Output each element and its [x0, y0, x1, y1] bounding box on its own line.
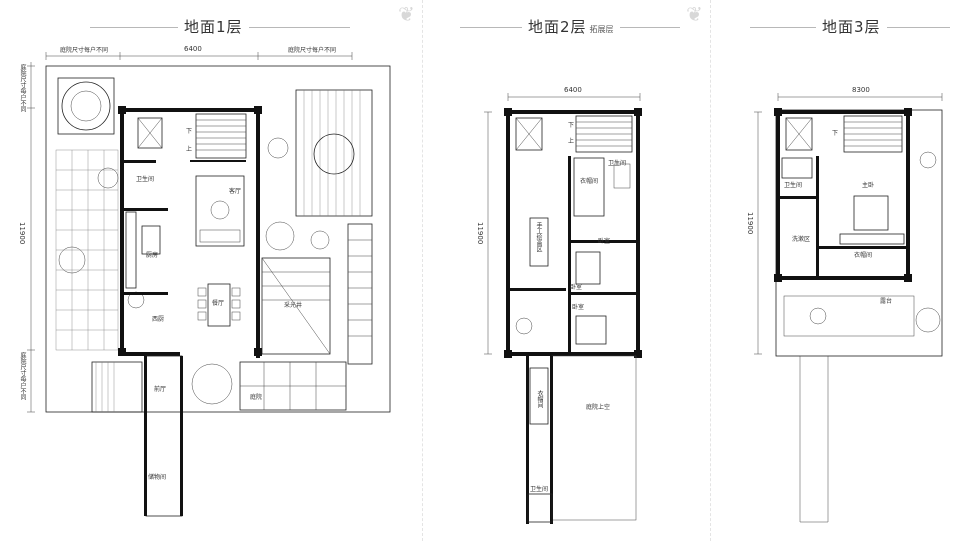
f3-room-wash: 洗漱区: [792, 236, 811, 243]
f1-dim-top-right: 庭院尺寸每户不同: [288, 47, 337, 54]
f1-room-bath: 卫生间: [136, 176, 155, 183]
f2-room-bedroom2: 卧室: [570, 284, 583, 291]
floor-1-panel: 地面1层: [0, 0, 420, 541]
floor-2-subtitle: 拓展层: [589, 25, 614, 34]
f1-dim-top-center: 6400: [184, 45, 202, 53]
f1-room-western-kitchen: 西厨: [152, 316, 165, 323]
floor-1-title: 地面1层: [178, 16, 249, 37]
floor-3-plan: [754, 93, 943, 523]
f1-dim-left-mid: 11900: [18, 222, 26, 245]
floor-1-plan: [27, 52, 391, 517]
f3-dim-top: 8300: [852, 86, 870, 94]
f3-room-master: 主卧: [862, 182, 875, 189]
f2-room-void: 庭院上空: [586, 404, 611, 411]
floor-3-panel: 地面3层: [720, 0, 964, 541]
f3-dim-left: 11900: [746, 212, 754, 235]
f1-room-lightwell: 采光井: [284, 302, 303, 309]
f3-room-bath: 卫生间: [784, 182, 803, 189]
f1-room-living: 客厅: [229, 188, 242, 195]
f2-room-bath2: 卫生间: [530, 486, 549, 493]
f1-room-storage: 储物间: [148, 474, 167, 481]
f3-room-terrace: 露台: [880, 298, 893, 305]
panel-divider-1: [422, 0, 423, 541]
f2-room-closet: 衣帽间: [580, 178, 599, 185]
f2-room-bedroom3: 卧室: [572, 304, 585, 311]
f3-stair-down: 下: [832, 130, 839, 137]
floor-2-panel: 地面2层拓展层: [430, 0, 705, 541]
f1-stair-up: 上: [186, 146, 193, 153]
f1-dim-left-bottom: 庭院尺寸每户不同: [19, 352, 26, 400]
f1-room-courtyard: 庭院: [250, 394, 263, 401]
f2-stair-down: 下: [568, 122, 575, 129]
wing-ornament-icon: ❦: [398, 2, 415, 26]
f1-dim-left-top: 庭院尺寸每户不同: [19, 64, 26, 112]
f3-room-closet: 衣帽间: [854, 252, 873, 259]
floor-2-plan: [484, 93, 642, 524]
f1-stair-down: 下: [186, 128, 193, 135]
floor-3-title: 地面3层: [816, 16, 887, 37]
floor-2-title: 地面2层拓展层: [522, 16, 620, 37]
floor-2-title-text: 地面2层: [528, 18, 587, 36]
f2-room-study: 手工绘画区: [535, 222, 542, 252]
f2-room-closet2: 衣帽间: [536, 390, 543, 408]
f2-dim-top: 6400: [564, 86, 582, 94]
f2-stair-up: 上: [568, 138, 575, 145]
wing-ornament-icon: ❦: [686, 2, 703, 26]
f2-room-bath: 卫生间: [608, 160, 627, 167]
f1-dim-top-left: 庭院尺寸每户不同: [60, 47, 109, 54]
f1-room-foyer: 前厅: [154, 386, 167, 393]
f2-room-bedroom1: 卧室: [598, 238, 611, 245]
f2-dim-left: 11900: [476, 222, 484, 245]
panel-divider-2: [710, 0, 711, 541]
f1-room-kitchen: 厨房: [146, 252, 159, 259]
f1-room-dining: 餐厅: [212, 300, 225, 307]
